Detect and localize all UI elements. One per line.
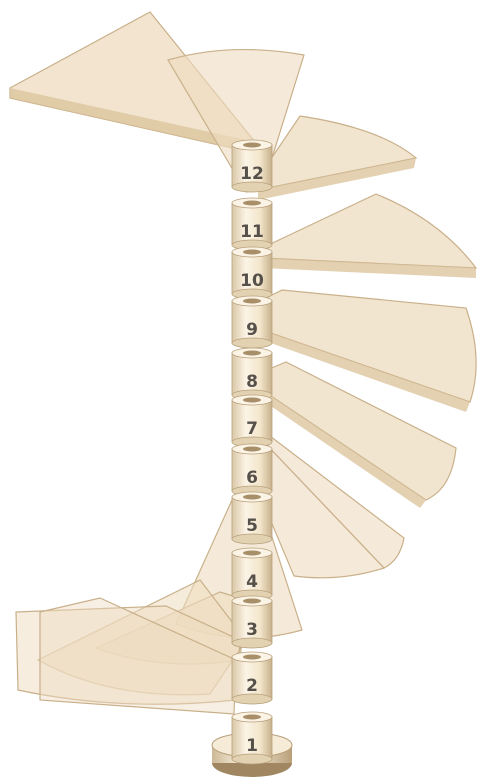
- column-segment: 1: [232, 712, 272, 764]
- step-number-label: 3: [246, 620, 258, 640]
- column-segment: 7: [232, 395, 272, 447]
- column-segment: 9: [232, 296, 272, 348]
- step-number-label: 10: [240, 271, 264, 291]
- column-segment: 10: [232, 247, 272, 299]
- column-segment: 4: [232, 548, 272, 600]
- column-segment: 12: [232, 140, 272, 192]
- step-number-label: 2: [246, 676, 258, 696]
- column-segment: 3: [232, 596, 272, 648]
- step-number-label: 5: [246, 516, 258, 536]
- step-number-label: 6: [246, 468, 258, 488]
- step-number-label: 8: [246, 372, 258, 392]
- step-number-label: 4: [246, 572, 258, 592]
- step-number-label: 11: [240, 222, 264, 242]
- column-segment: 6: [232, 444, 272, 496]
- column-segment: 8: [232, 348, 272, 400]
- column-segment: 11: [232, 198, 272, 250]
- tread-right-2: [262, 194, 476, 268]
- step-number-label: 9: [246, 320, 258, 340]
- step-number-label: 7: [246, 419, 258, 439]
- step-number-label: 12: [240, 164, 264, 184]
- column-segment: 2: [232, 652, 272, 704]
- step-number-label: 1: [246, 736, 258, 756]
- central-column: 12 11 10 9 8 7 6 5 4 3 2 1: [232, 140, 272, 764]
- column-segment: 5: [232, 492, 272, 544]
